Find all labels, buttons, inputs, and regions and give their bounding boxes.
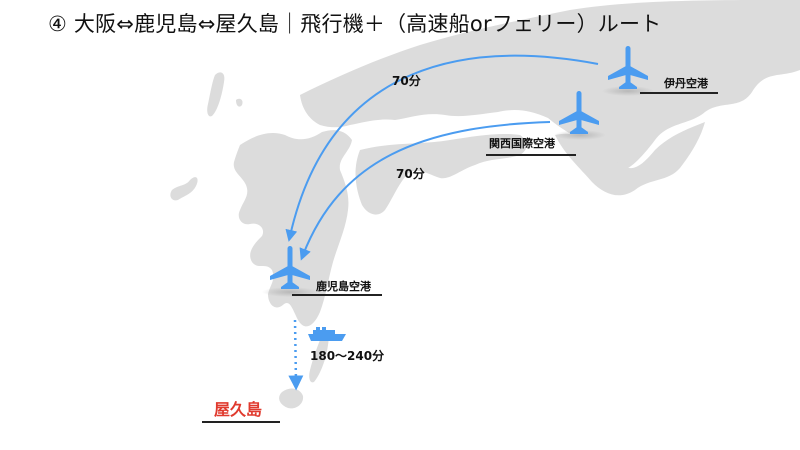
airplane-icon: [270, 246, 310, 289]
shikoku-landmass: [355, 133, 527, 215]
underline: [486, 154, 576, 156]
kii-peninsula: [555, 122, 705, 196]
route-kansai-kagoshima: [299, 121, 551, 261]
airplane-icon: [559, 91, 599, 134]
duration-kansai: 70分: [396, 167, 425, 181]
route-kagoshima-yakushima: [288, 319, 304, 391]
duration-ship: 180〜240分: [310, 349, 385, 363]
tsushima-island: [207, 72, 225, 117]
duration-itami: 70分: [392, 74, 421, 88]
airport-label-kansai: 関西国際空港: [489, 137, 555, 150]
underline: [640, 92, 718, 94]
route-itami-kagoshima: [285, 54, 599, 242]
airport-label-itami: 伊丹空港: [664, 77, 708, 90]
destination-label-yakushima: 屋久島: [214, 400, 263, 419]
tanegashima-island: [309, 332, 329, 383]
underline: [202, 421, 280, 423]
underline: [292, 294, 382, 296]
ship-icon: [308, 327, 346, 341]
page-title: ④ 大阪⇔鹿児島⇔屋久島｜飛行機＋（高速船orフェリー）ルート: [48, 12, 662, 36]
honshu-landmass: [300, 0, 800, 173]
goto-islands: [170, 177, 198, 201]
yakushima-island: [279, 388, 304, 409]
airport-label-kagoshima: 鹿児島空港: [316, 280, 371, 293]
airplane-icon: [608, 46, 648, 89]
small-island: [236, 98, 243, 107]
